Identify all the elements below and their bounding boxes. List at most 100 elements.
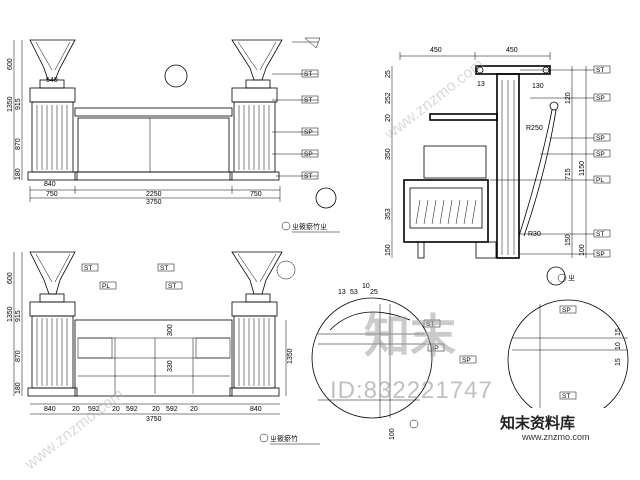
rear-dim-600: 600 [7,272,14,284]
watermark-big: 知末 [364,309,456,363]
detail-dim-13: 13 [338,289,346,296]
detail-tag-st-2: ST [562,393,570,400]
side-desk [403,179,489,243]
dim-840: 840 [44,181,56,188]
counter-top [74,107,233,117]
rear-tag-st-2: ST [160,265,168,272]
side-dim-13: 13 [477,81,485,88]
side-dim-715: 715 [565,168,572,180]
rear-tag-st-1: ST [84,265,92,272]
side-curved-arm [518,109,553,237]
side-dim-450-b: 450 [506,47,518,54]
dim-600: 600 [7,58,14,70]
detail-dim-100: 100 [389,428,396,440]
side-tag-sp-4: SP [596,251,605,258]
side-tag-sp-2: SP [596,135,605,142]
right-column [231,87,278,103]
detail-dim-10: 10 [362,283,370,290]
rear-right-urn [231,251,283,295]
rear-dim-592-c: 592 [166,406,178,413]
side-tag-pl: PL [596,177,604,184]
dim-2250: 2250 [146,191,162,198]
detail-circles: 13 53 10 25 100 15 10 15 ST SP SP SP ST [311,283,629,440]
rear-dim-300: 300 [167,324,174,336]
rear-dim-870: 870 [15,350,22,362]
rear-dim-20-c: 20 [152,406,160,413]
side-tag-st-1: ST [596,67,604,74]
rear-dim-1350-right: 1350 [287,348,294,364]
detail-dim-15-b: 15 [615,358,622,366]
rear-dim-20-a: 20 [72,406,80,413]
detail-tag-sp-1: SP [430,345,439,352]
rear-dim-330: 330 [167,360,174,372]
side-dim-1150: 1150 [579,161,586,176]
side-tag-sp-3: SP [596,151,605,158]
watermark-id: ID:832221747 [330,377,493,404]
side-dim-350: 350 [385,148,392,160]
watermark-diag-1: www.znzmo.com [21,386,127,474]
rear-dim-20-d: 20 [190,406,198,413]
side-dim-25: 25 [385,70,392,78]
side-dim-150-r: 150 [565,234,572,246]
rear-left-urn [29,251,76,295]
rear-dim-840-r: 840 [250,406,262,413]
side-dim-353: 353 [385,208,392,220]
side-dim-450-a: 450 [430,47,442,54]
detail-tag-sp-3: SP [562,307,571,314]
rear-elevation-title: ㄓ筱瘀竹 [270,434,298,443]
side-column [496,73,520,259]
side-dim-150: 150 [385,244,392,256]
rear-dim-1350: 1350 [7,306,14,322]
detail-dim-25: 25 [370,289,378,296]
tag-st-3: ST [304,173,312,180]
rear-dim-915: 915 [15,310,22,322]
dim-870: 870 [15,138,22,150]
side-dim-100-r: 100 [579,244,586,256]
left-urn [29,39,76,81]
detail-circle-left [311,297,433,419]
rear-dim-592-a: 592 [88,406,100,413]
front-elevation: ST ST SP SP ST 600 1350 915 870 180 840 … [7,37,340,233]
dim-540: 540 [46,77,58,84]
logo-url: www.znzmo.com [522,432,590,442]
side-section: 450 450 25 252 20 [385,47,611,286]
counter-stone-panel [77,117,230,173]
detail-dim-15-a: 15 [615,328,622,336]
watermark-diag-2: www.znzmo.com [381,56,487,144]
logo-name: 知末资料库 [500,414,576,432]
rear-dim-592-b: 592 [126,406,138,413]
rear-dim-840-l: 840 [44,406,56,413]
detail-tag-sp-2: SP [462,357,471,364]
side-section-title: ㄓ [568,274,575,282]
detail-circle-right [507,299,629,421]
dim-3750: 3750 [146,199,162,206]
dim-1350: 1350 [7,96,14,112]
side-tag-sp-1: SP [596,95,605,102]
left-column [29,87,76,103]
detail-tag-st-1: ST [426,321,434,328]
tag-sp-2: SP [304,151,313,158]
rear-tag-pl: PL [102,283,110,290]
rear-elevation: ST PL ST ST 600 1350 915 870 180 1350 30… [7,251,320,445]
side-dim-130: 130 [532,83,544,90]
dim-750-left: 750 [46,191,58,198]
tag-st-1: ST [304,71,312,78]
side-dim-20: 20 [385,114,392,122]
dim-750-right: 750 [250,191,262,198]
detail-dim-53: 53 [350,289,358,296]
side-dim-r30: R30 [528,231,541,238]
front-elevation-title: ㄓ筱瘀竹ㄓ [292,222,327,231]
rear-dim-20-b: 20 [112,406,120,413]
dim-180: 180 [15,168,22,180]
rear-tag-st-3: ST [168,283,176,290]
logo-background [494,408,634,446]
side-tag-st-2: ST [596,231,604,238]
side-counter-top [429,113,498,121]
dim-915: 915 [15,98,22,110]
tag-sp-1: SP [304,129,313,136]
tag-st-2: ST [304,97,312,104]
detail-dim-10-r: 10 [615,342,622,350]
side-dim-252: 252 [385,92,392,104]
side-dim-r250: R250 [526,125,543,132]
